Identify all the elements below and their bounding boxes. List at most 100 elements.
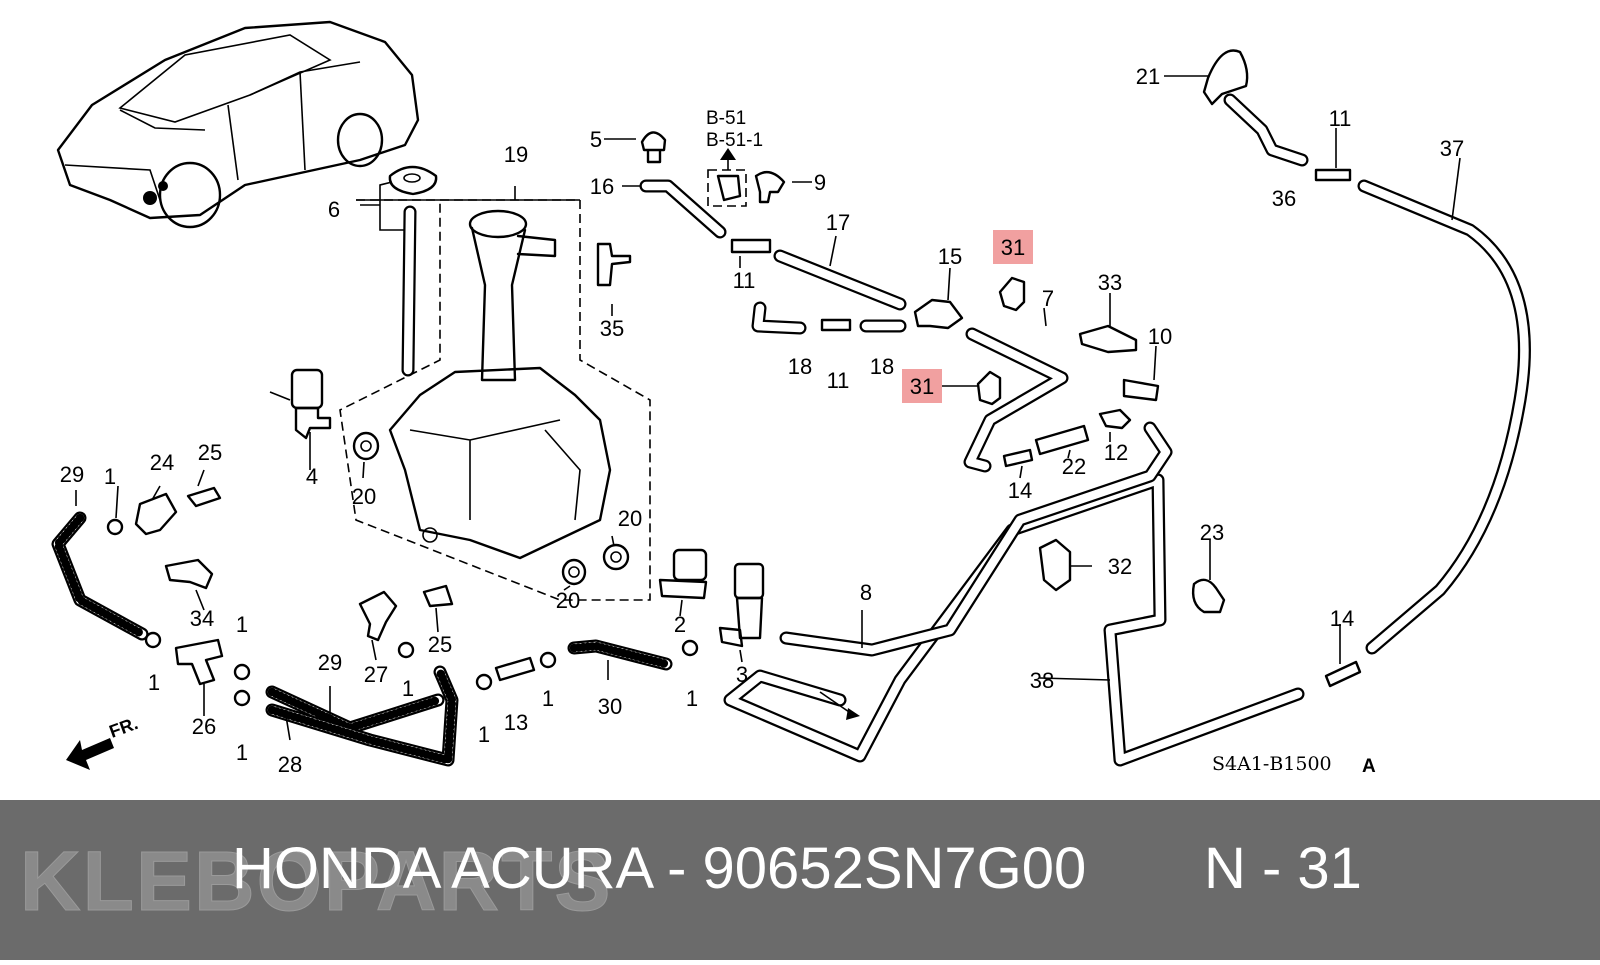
joint-11-right	[1314, 168, 1352, 182]
bolt-35	[596, 242, 632, 287]
clip-33	[1078, 324, 1138, 354]
callout-18: 18	[870, 354, 894, 379]
clip-31-lower	[976, 370, 1002, 406]
callout-15: 15	[938, 244, 962, 269]
clip-9	[754, 170, 786, 204]
callout-38: 38	[1030, 668, 1054, 693]
clip-25-left	[186, 486, 222, 508]
callout-14: 14	[1008, 478, 1032, 503]
callout-16: 16	[590, 174, 614, 199]
dotted-hoses	[51, 511, 673, 767]
reservoir-group-outline	[339, 199, 651, 601]
callout-30: 30	[598, 694, 622, 719]
reservoir-cap	[388, 165, 438, 196]
callout-2: 2	[674, 612, 686, 637]
joint-10	[1122, 378, 1160, 402]
callout-1: 1	[104, 464, 116, 489]
callout-22: 22	[1062, 454, 1086, 479]
callout-1: 1	[236, 612, 248, 637]
callout-25: 25	[198, 440, 222, 465]
callout-1: 1	[236, 740, 248, 765]
callout-4: 4	[306, 464, 318, 489]
callout-7: 7	[1042, 286, 1054, 311]
callout-1: 1	[148, 670, 160, 695]
callout-5: 5	[590, 127, 602, 152]
callout-17: 17	[826, 210, 850, 235]
tee-26	[174, 638, 224, 686]
callout-35: 35	[600, 316, 624, 341]
callout-11: 11	[1329, 106, 1352, 131]
clip-32	[1038, 538, 1072, 592]
washer-pump-2	[658, 548, 708, 600]
footer-band	[0, 800, 1600, 960]
nozzle-24	[134, 492, 178, 536]
callout-33: 33	[1098, 270, 1122, 295]
footer-title: HONDA ACURA - 90652SN7G00	[232, 836, 1086, 901]
ref-line-2: B-51-1	[706, 130, 763, 151]
callout-1: 1	[478, 722, 490, 747]
callout-31: 31	[1001, 235, 1025, 260]
callout-28: 28	[278, 752, 302, 777]
car-thumbnail	[56, 20, 420, 229]
callout-1: 1	[686, 686, 698, 711]
washer-pump-3	[718, 562, 765, 648]
hoses	[639, 93, 1531, 767]
callout-25: 25	[428, 632, 452, 657]
callout-37: 37	[1440, 136, 1464, 161]
callout-32: 32	[1108, 554, 1132, 579]
callout-1: 1	[402, 676, 414, 701]
callout-3: 3	[736, 662, 748, 687]
washer-reservoir	[388, 209, 612, 560]
callout-18: 18	[788, 354, 812, 379]
callout-29: 29	[60, 462, 84, 487]
footer-part-ref: N - 31	[1204, 836, 1362, 901]
clip-34	[164, 558, 214, 590]
joint-14-center	[1002, 448, 1034, 468]
watermark: KLEBOPARTS	[20, 834, 612, 928]
highlight-31-lower	[902, 369, 942, 403]
callout-1: 1	[542, 686, 554, 711]
callout-20: 20	[556, 588, 580, 613]
highlight-31-upper	[993, 230, 1033, 264]
callout-34: 34	[190, 606, 214, 631]
nozzle-21	[1202, 49, 1249, 106]
filler-tube	[401, 205, 417, 377]
front-direction-arrow	[66, 738, 114, 770]
grommets-20	[352, 431, 630, 586]
callout-9: 9	[814, 170, 826, 195]
joint-11-mid	[820, 318, 852, 332]
plug-23	[1191, 578, 1226, 614]
diagram-code: S4A1-B1500	[1212, 753, 1332, 775]
callout-10: 10	[1148, 324, 1172, 349]
joint-15	[913, 298, 964, 330]
callout-27: 27	[364, 662, 388, 687]
callout-11: 11	[733, 268, 756, 293]
callout-31: 31	[910, 374, 934, 399]
callout-26: 26	[192, 714, 216, 739]
callout-6: 6	[328, 197, 340, 222]
ref-line-1: B-51	[706, 108, 746, 129]
nozzle-5	[640, 131, 667, 164]
joint-11-top	[730, 238, 772, 254]
callout-36: 36	[1272, 186, 1296, 211]
callout-23: 23	[1200, 520, 1224, 545]
clip-31-upper	[998, 276, 1026, 312]
hose-clamps-1	[106, 518, 699, 707]
joint-13	[494, 656, 536, 682]
callout-21: 21	[1136, 64, 1160, 89]
callout-20: 20	[352, 484, 376, 509]
callout-29: 29	[318, 650, 342, 675]
callout-11: 11	[827, 368, 850, 393]
nozzle-27	[358, 590, 398, 642]
callout-24: 24	[150, 450, 174, 475]
clip-25-right	[422, 584, 454, 608]
elbow-12	[1098, 408, 1132, 430]
callout-labels: 1 1 1 1 1 1 1 1 2 3 4 5 6 7 8 9 10 11 11…	[60, 64, 1464, 777]
callout-14: 14	[1330, 606, 1354, 631]
callout-8: 8	[860, 580, 872, 605]
washer-motor-4	[269, 368, 332, 440]
direction-label: FR.	[107, 713, 141, 742]
callout-19: 19	[504, 142, 528, 167]
